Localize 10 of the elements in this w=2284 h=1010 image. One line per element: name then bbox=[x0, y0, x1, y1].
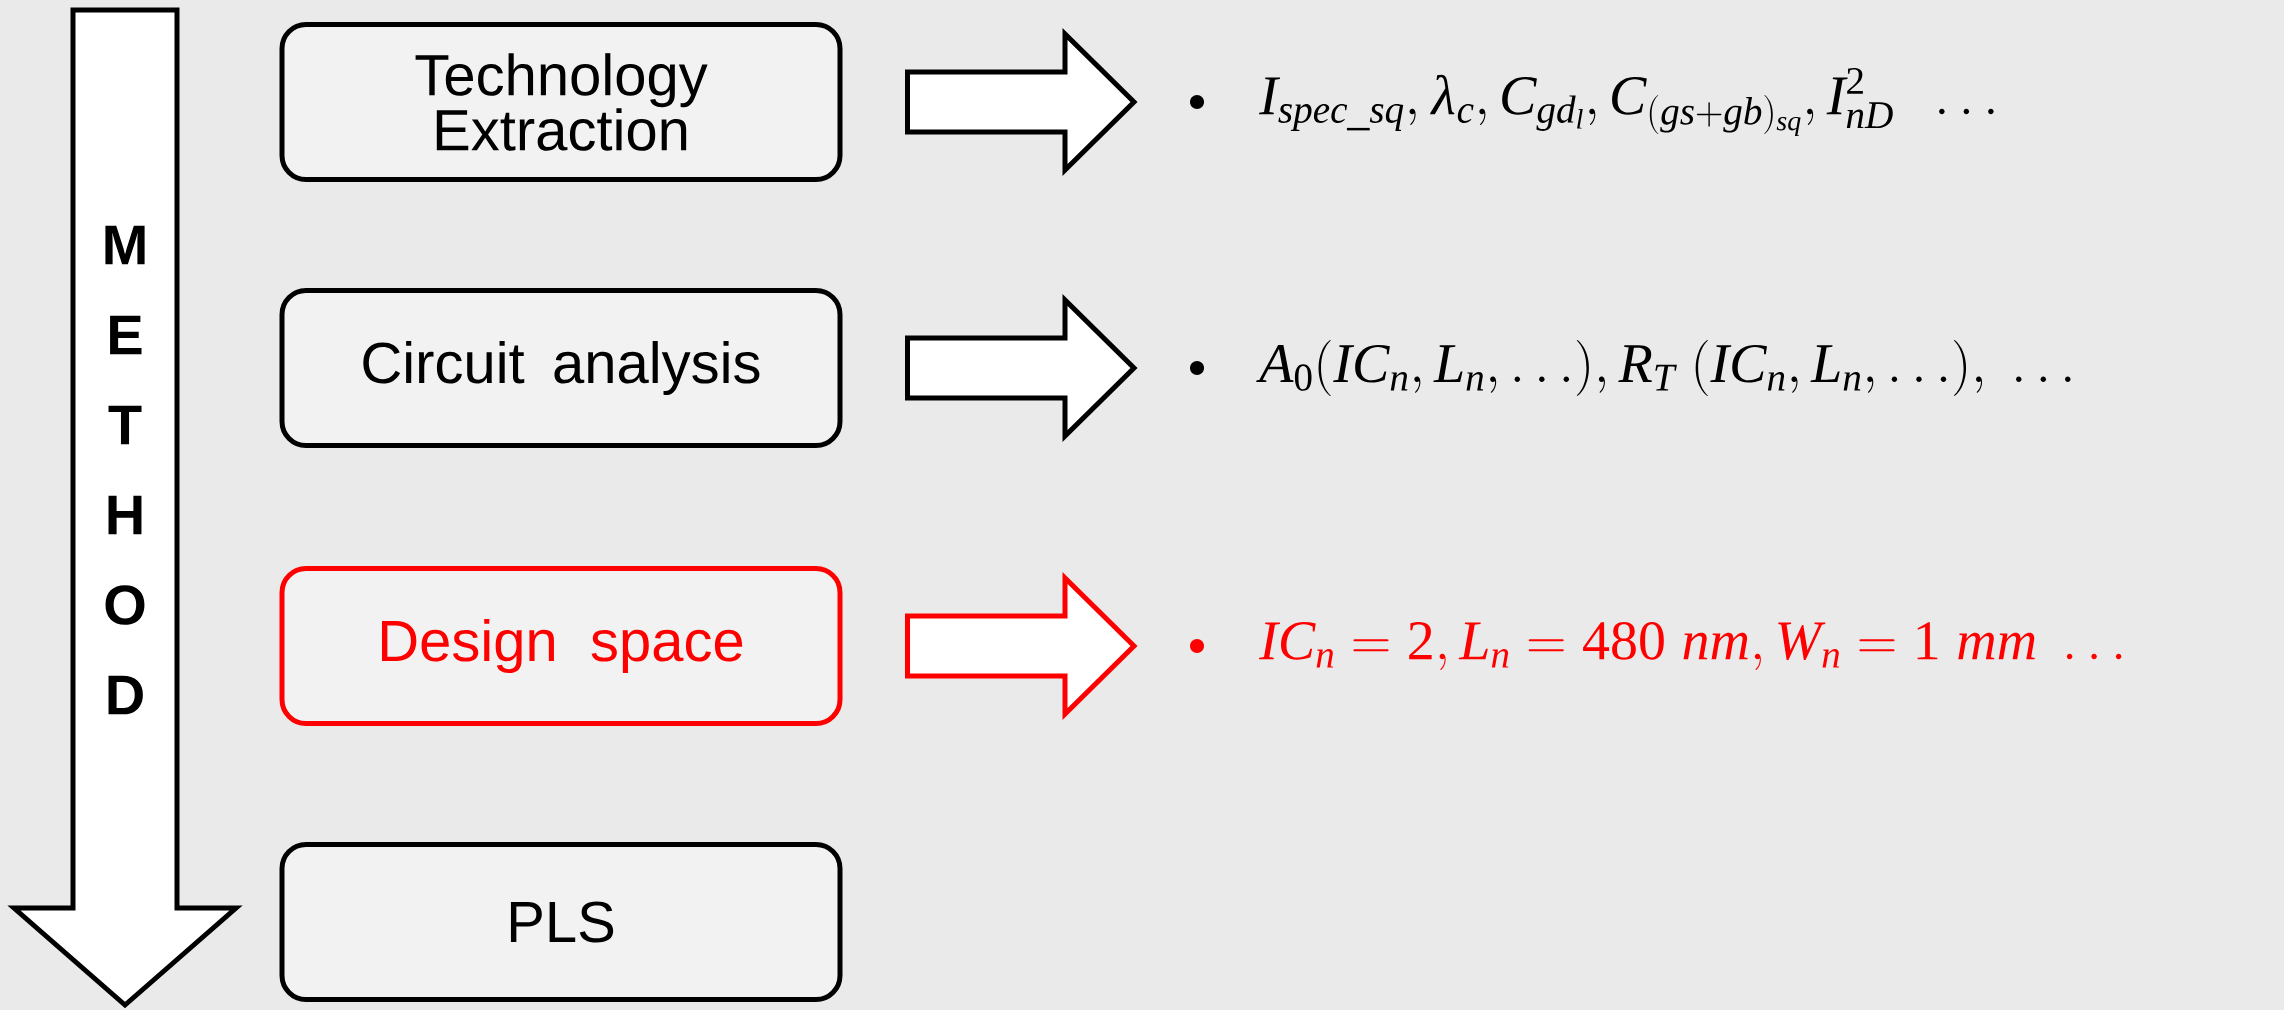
formula: $IC_n = 2, L_n = 480\ nm, W_n = 1\ mm\ \dots$ bbox=[1259, 621, 2122, 670]
block-arrow bbox=[905, 28, 1138, 176]
process-box: Circuit analysis bbox=[279, 288, 843, 448]
block-arrow bbox=[905, 572, 1138, 720]
block-arrow bbox=[905, 294, 1138, 442]
formula: $A_0(IC_n, L_n, \dots), R_T\ (IC_n, L_n, \dots),\ \dots$ bbox=[1256, 340, 2071, 396]
formula: $I_{spec\_sq}, \lambda_c, C_{gd_l}, C_{(gs+gb)_{sq}}, I_{nD}^{2}\ \ \dots$ bbox=[1259, 67, 1994, 137]
process-box: Design space bbox=[279, 566, 843, 726]
process-box: PLS bbox=[279, 842, 843, 1002]
process-box: Technology Extraction bbox=[279, 22, 843, 182]
